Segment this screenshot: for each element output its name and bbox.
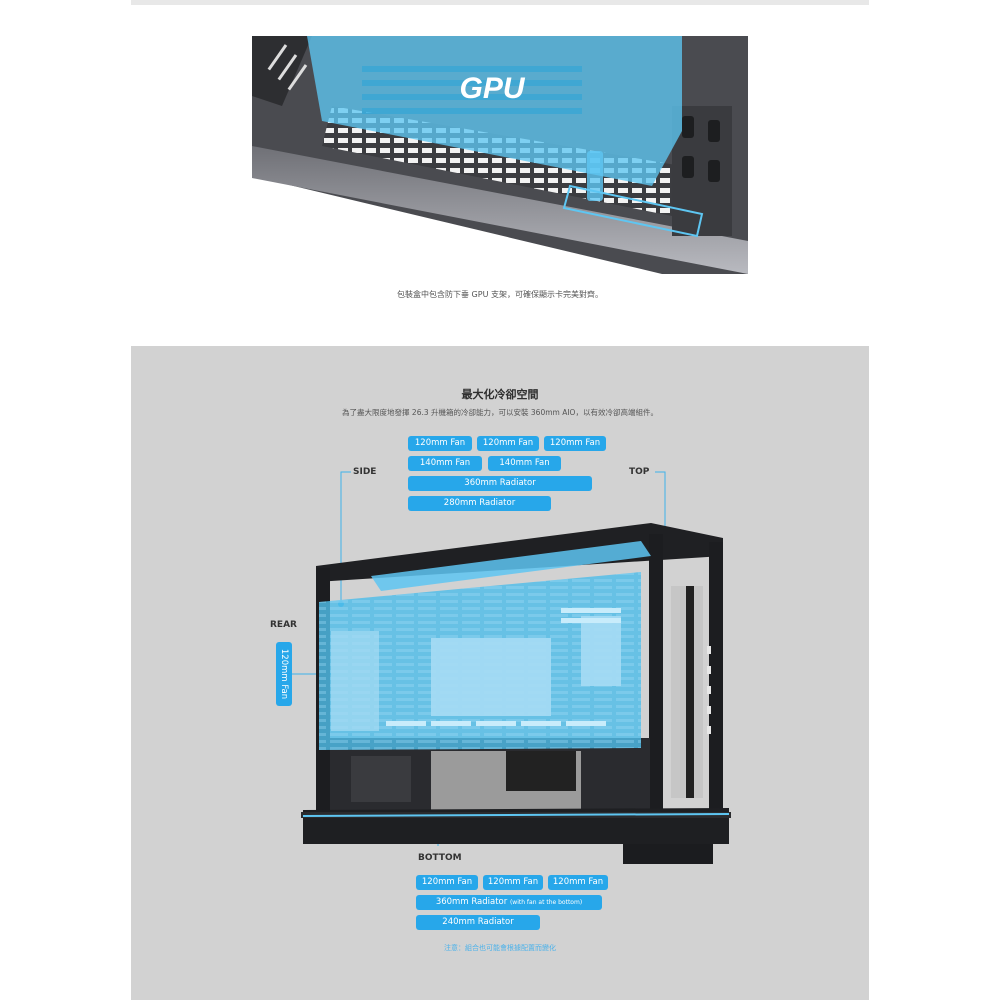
bottom-radiator-chip: 360mm Radiator (with fan at the bottom) xyxy=(416,895,602,910)
top-fan-chip: 120mm Fan xyxy=(408,436,472,451)
rear-fan-chip-text: 120mm Fan xyxy=(279,648,289,700)
top-divider xyxy=(131,0,869,5)
cooling-title: 最大化冷卻空間 xyxy=(461,388,539,401)
top-fan-chip: 140mm Fan xyxy=(488,456,561,471)
cooling-note: 注意：組合也可能會根據配置而變化 xyxy=(444,944,556,952)
top-radiator-chip: 280mm Radiator xyxy=(408,496,551,511)
case-illustration xyxy=(291,471,731,864)
top-fan-chip: 120mm Fan xyxy=(544,436,606,451)
cooling-subtitle: 為了盡大限度地發揮 26.3 升機箱的冷卻能力，可以安裝 360mm AIO，以… xyxy=(342,408,658,417)
bottom-radiator-360-note: (with fan at the bottom) xyxy=(509,899,583,906)
side-label: SIDE xyxy=(353,467,377,477)
rear-label: REAR xyxy=(270,620,297,630)
bottom-label: BOTTOM xyxy=(418,853,462,863)
gpu-label: GPU xyxy=(459,72,525,105)
rear-fan-chip: 120mm Fan xyxy=(276,642,292,706)
gpu-bracket-photo: GPU xyxy=(252,36,748,274)
top-radiator-chip: 360mm Radiator xyxy=(408,476,592,491)
cooling-panel: 最大化冷卻空間 為了盡大限度地發揮 26.3 升機箱的冷卻能力，可以安裝 360… xyxy=(131,346,869,1000)
bottom-fan-chip: 120mm Fan xyxy=(416,875,478,890)
top-fan-chip: 120mm Fan xyxy=(477,436,539,451)
gpu-caption: 包裝盒中包含防下垂 GPU 支架，可確保顯示卡完美對齊。 xyxy=(397,290,603,299)
bottom-fan-chip: 120mm Fan xyxy=(548,875,608,890)
bottom-radiator-chip: 240mm Radiator xyxy=(416,915,540,930)
bottom-radiator-360-text: 360mm Radiator xyxy=(435,897,508,907)
bottom-fan-chip: 120mm Fan xyxy=(483,875,543,890)
top-label: TOP xyxy=(629,467,650,477)
top-fan-chip: 140mm Fan xyxy=(408,456,482,471)
